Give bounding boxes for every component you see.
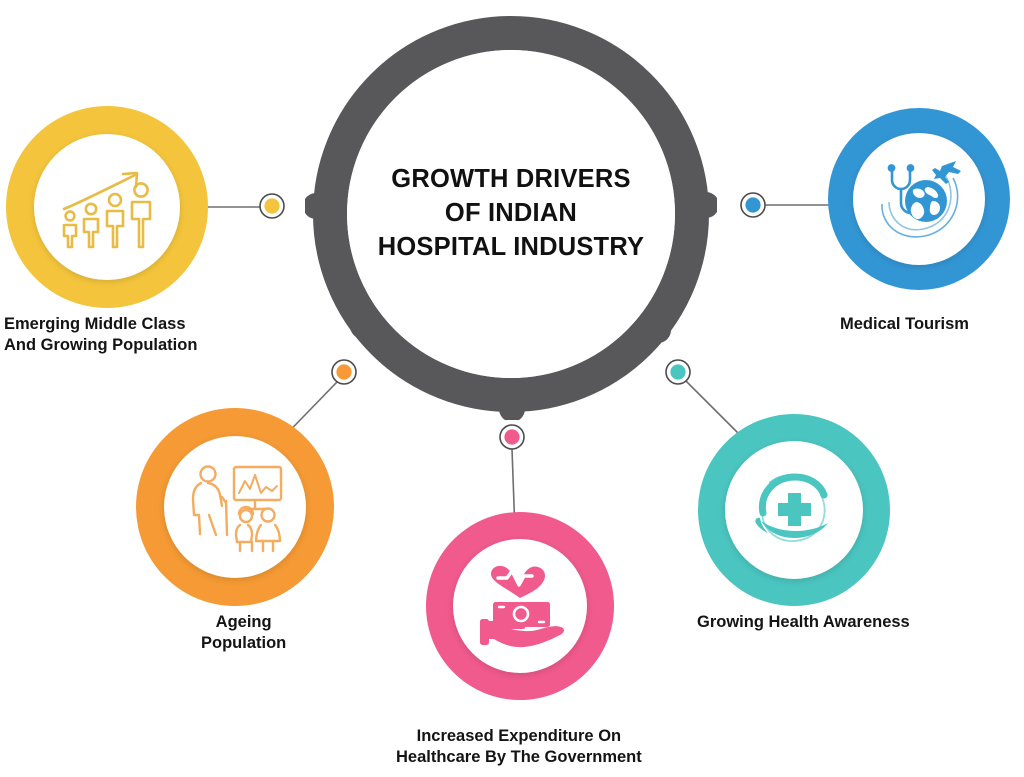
node-label-line-2: Healthcare By The Government (396, 747, 642, 766)
connector-dot-expenditure[interactable] (504, 429, 520, 445)
node-ring-awareness[interactable] (698, 414, 890, 606)
node-ring-medical-tourism[interactable] (828, 108, 1010, 290)
node-awareness[interactable] (698, 414, 890, 606)
connector-dot-outer-medical-tourism (740, 192, 766, 218)
node-icon-container-middle-class (34, 134, 180, 280)
node-ring-ageing[interactable] (136, 408, 334, 606)
node-expenditure[interactable] (426, 512, 614, 700)
node-label-middle-class: Emerging Middle Class And Growing Popula… (4, 314, 197, 356)
connector-dot-medical-tourism[interactable] (745, 197, 761, 213)
connector-dot-outer-expenditure (499, 424, 525, 450)
hub-title-line-2: OF INDIAN (444, 199, 578, 228)
node-label-line-2: And Growing Population (4, 335, 198, 354)
hub-title-line-1: GROWTH DRIVERS (391, 165, 631, 194)
node-label-line-2: Population (201, 633, 287, 652)
hub-title: GROWTH DRIVERS OF INDIAN HOSPITAL INDUST… (361, 163, 661, 265)
connector-dot-outer-middle-class (259, 193, 285, 219)
node-icon-container-medical-tourism (853, 133, 985, 265)
node-middle-class[interactable] (6, 106, 208, 308)
node-label-medical-tourism: Medical Tourism (840, 314, 969, 335)
central-hub-ring (305, 16, 717, 420)
node-icon-container-awareness (725, 441, 863, 579)
node-label-awareness: Growing Health Awareness (697, 612, 910, 633)
node-label-ageing: Ageing Population (201, 612, 286, 654)
node-label-expenditure: Increased Expenditure On Healthcare By T… (396, 726, 642, 768)
node-label-line-1: Increased Expenditure On (416, 727, 622, 745)
node-medical-tourism[interactable] (828, 108, 1010, 290)
node-icon-container-ageing (164, 436, 306, 578)
growth-people-icon (62, 171, 152, 249)
central-hub: GROWTH DRIVERS OF INDIAN HOSPITAL INDUST… (305, 8, 717, 420)
hub-title-line-3: HOSPITAL INDUSTRY (377, 232, 645, 261)
node-label-line-1: Growing Health Awareness (697, 613, 910, 631)
node-label-line-1: Ageing (215, 613, 272, 631)
hand-medical-cross-icon (755, 473, 828, 542)
node-label-line-1: Emerging Middle Class (4, 315, 186, 333)
elderly-chart-children-icon (191, 465, 283, 553)
node-label-line-1: Medical Tourism (840, 315, 969, 333)
hand-money-heart-icon (480, 565, 564, 648)
globe-stethoscope-plane-icon (881, 161, 961, 238)
node-ring-middle-class[interactable] (6, 106, 208, 308)
connector-dot-middle-class[interactable] (264, 198, 280, 214)
node-icon-container-expenditure (453, 539, 587, 673)
node-ring-expenditure[interactable] (426, 512, 614, 700)
node-ageing[interactable] (136, 408, 334, 606)
